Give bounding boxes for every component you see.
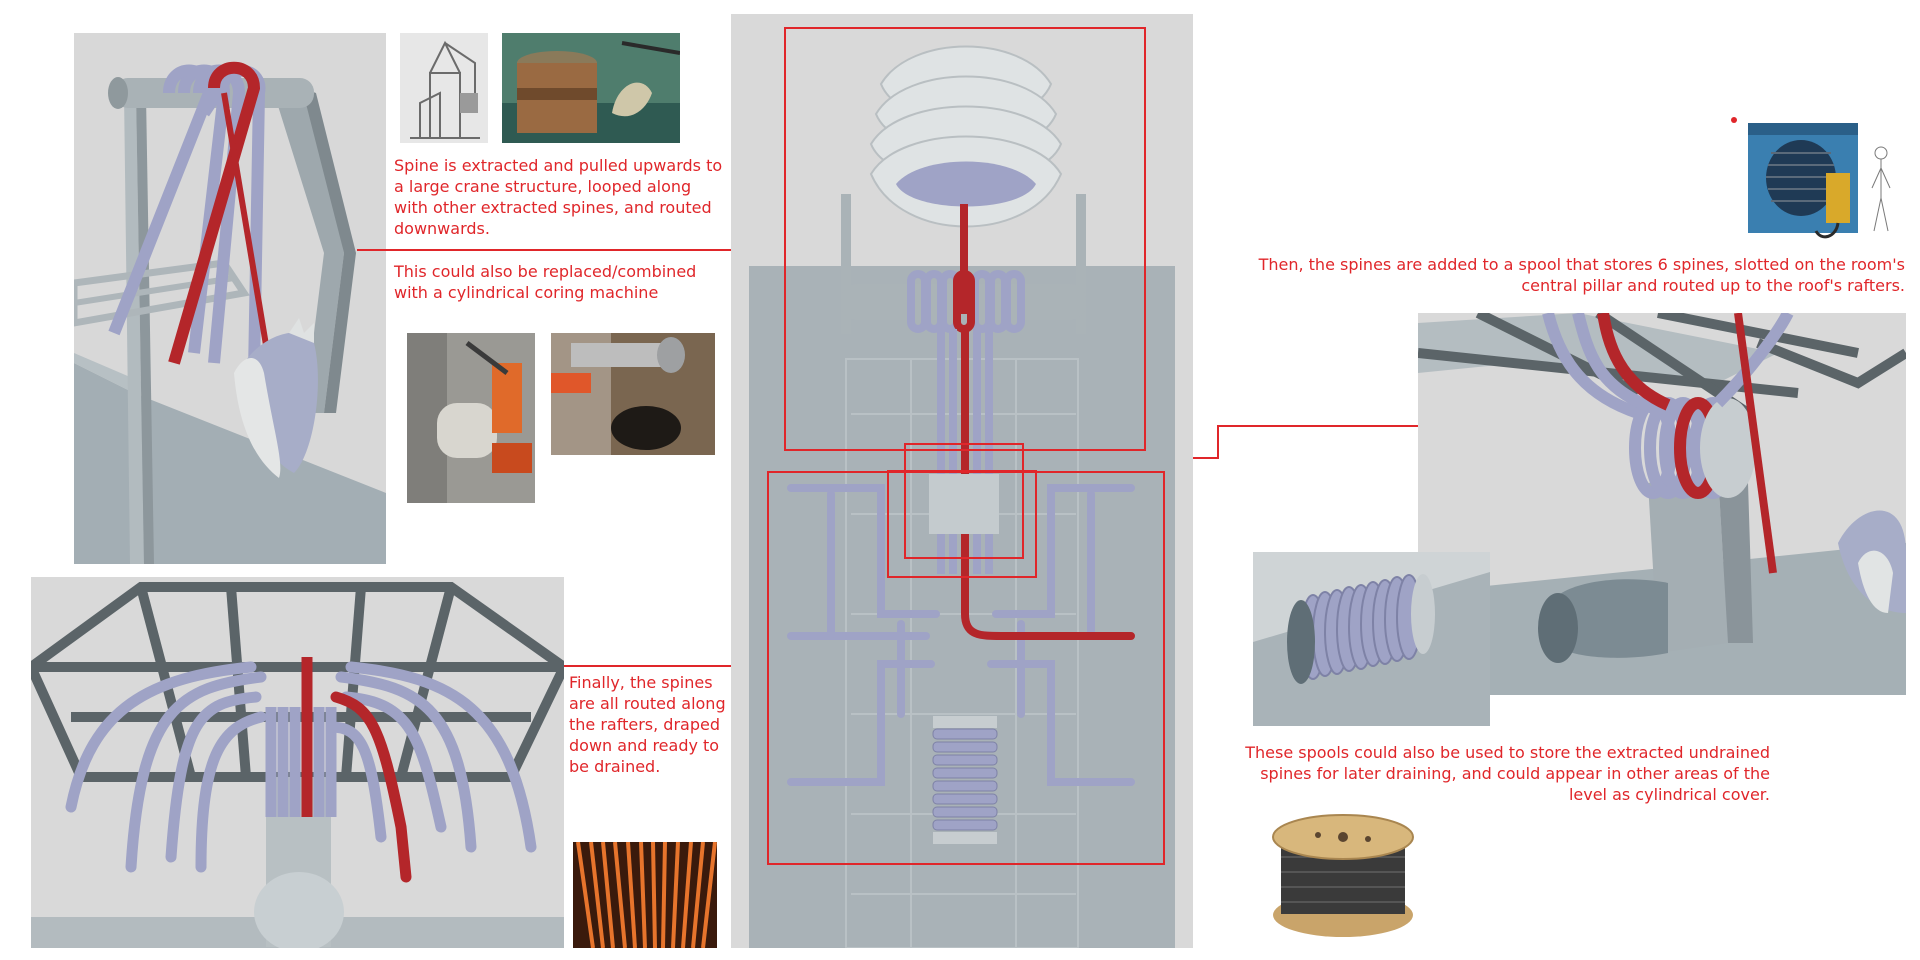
coring-drill-photo bbox=[551, 333, 715, 455]
crane-annotation: Spine is extracted and pulled upwards to… bbox=[394, 155, 724, 239]
cable-spool-photo bbox=[1263, 797, 1421, 945]
machinery-reference-image bbox=[502, 33, 680, 143]
cover-annotation: These spools could also be used to store… bbox=[1240, 742, 1770, 805]
coring-machine-photo bbox=[407, 333, 535, 503]
cover-annotation-text: These spools could also be used to store… bbox=[1245, 743, 1770, 804]
rafters-annotation: Finally, the spines are all routed along… bbox=[569, 672, 729, 777]
spool-annotation: Then, the spines are added to a spool th… bbox=[1250, 254, 1905, 296]
rafters-reference-photo bbox=[573, 842, 717, 948]
pillar-spool-render-panel bbox=[1418, 313, 1906, 695]
coring-annotation: This could also be replaced/combined wit… bbox=[394, 261, 704, 303]
rafters-render-panel bbox=[31, 577, 564, 948]
rafters-annotation-text: Finally, the spines are all routed along… bbox=[569, 673, 726, 776]
spool-machine-reference-image bbox=[1726, 113, 1906, 243]
coring-annotation-text: This could also be replaced/combined wit… bbox=[394, 262, 697, 302]
room-plan-panel bbox=[731, 14, 1193, 948]
spool-closeup-render bbox=[1253, 552, 1490, 726]
crane-sketch-image bbox=[400, 33, 488, 143]
crane-render-panel bbox=[74, 33, 386, 564]
spool-annotation-text: Then, the spines are added to a spool th… bbox=[1258, 255, 1905, 295]
crane-annotation-text: Spine is extracted and pulled upwards to… bbox=[394, 156, 723, 238]
